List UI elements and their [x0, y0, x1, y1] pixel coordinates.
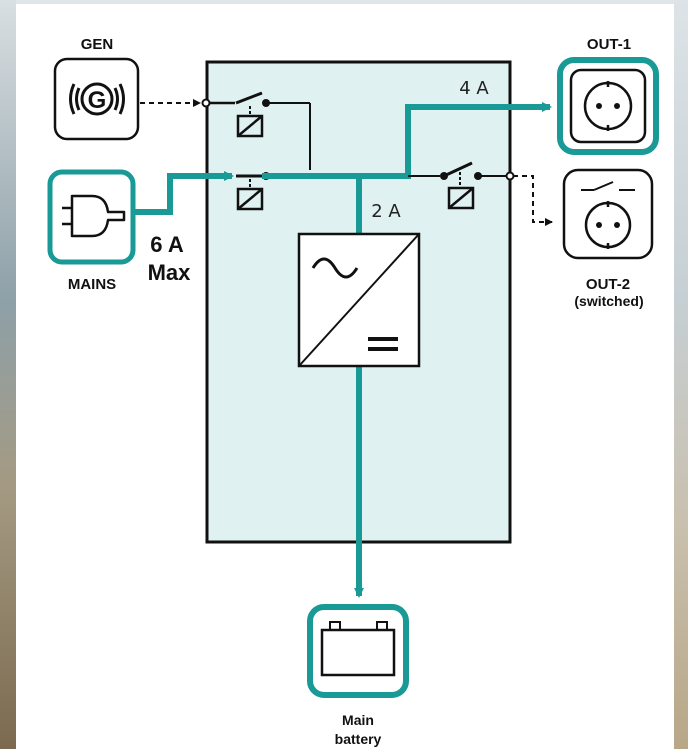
background-left-edge — [0, 0, 16, 749]
battery-label-line1: Main — [342, 712, 374, 728]
switched-socket-icon — [562, 168, 654, 260]
inverter-charger-icon — [297, 232, 421, 368]
generator-icon: G — [53, 57, 140, 141]
out2-connection-line — [513, 175, 553, 226]
socket-icon — [557, 57, 659, 155]
out2-note: (switched) — [574, 293, 643, 309]
out1-label: OUT-1 — [587, 36, 631, 53]
gen-symbol: G — [88, 87, 107, 114]
plug-icon — [47, 169, 136, 265]
relay-icon — [236, 114, 264, 138]
battery-label-line2: battery — [335, 731, 382, 747]
relay-icon — [236, 187, 264, 211]
out2-label: OUT-2 — [586, 276, 630, 293]
mains-input-flow — [135, 171, 234, 215]
battery-icon — [307, 604, 409, 698]
mains-label: MAINS — [68, 276, 116, 293]
gen-relay-switch — [201, 91, 311, 170]
battery-current-label: 2 A — [371, 201, 401, 222]
out1-current-label: 4 A — [459, 78, 489, 99]
ac-bus-flow — [262, 102, 552, 179]
gen-label: GEN — [81, 36, 114, 53]
mains-current-note: Max — [148, 260, 192, 285]
mains-current-label: 6 A — [150, 232, 184, 257]
relay-icon — [447, 186, 475, 210]
background-right-edge — [674, 0, 688, 749]
